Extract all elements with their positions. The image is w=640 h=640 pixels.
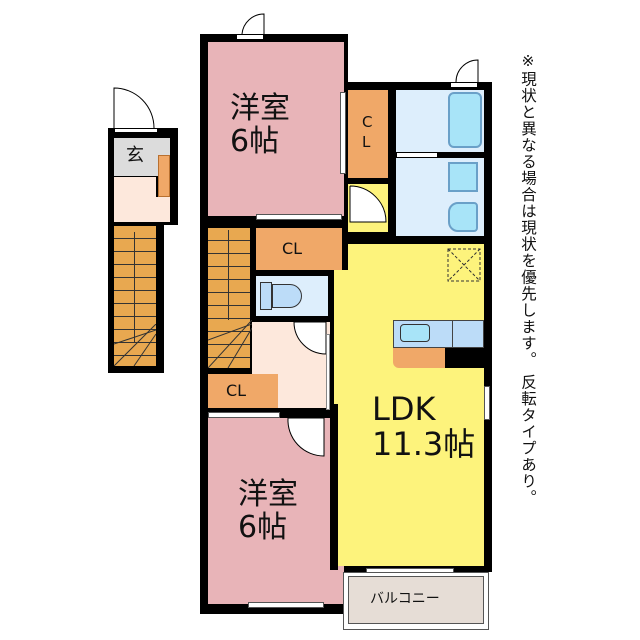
ldk-label: LDK 11.3帖 [372,390,476,464]
fridge-space [445,348,484,368]
balcony-label: バルコニー [370,591,440,607]
balcony [348,576,484,624]
ldk-storage-hatch-icon [447,248,481,282]
western-room-1-bottom-doors [256,214,342,220]
hall-door-swing-icon [349,185,387,223]
closet-2 [256,228,342,270]
entrance-hall [114,177,156,222]
hall-sliding-door [326,334,330,410]
western-room-2-label: 洋室 6帖 [238,477,298,545]
kitchen-divider [452,320,453,348]
western-room-2-door-swing-icon [287,417,325,457]
western-room-1 [208,42,344,216]
kitchen-sink-icon [400,324,430,342]
entrance-label: 玄 [126,145,144,166]
western-room-2-window [248,602,324,608]
western-room-1-closet-doors [340,92,346,174]
closet-1 [348,90,388,178]
western-room-1-door-sill [236,34,264,40]
wash-basin-icon [448,202,478,232]
kitchen-cabinet [393,348,445,368]
closet-3-label: CL [226,381,247,400]
western-room-1-window-door-icon [241,13,265,35]
stairs-main-handrail [228,230,229,320]
ldk-right-window [484,386,490,420]
stairs-main-winder-icon [208,320,252,368]
entrance-hall-right [156,197,170,222]
stairs-handrail [134,232,135,342]
western-room-1-label: 洋室 6帖 [230,91,290,159]
entrance-door-sill [114,128,158,133]
entrance-notch-wall [156,222,164,373]
washroom-wall-bottom [388,236,492,244]
toilet-tank-icon [260,282,272,310]
washing-machine-icon [448,162,478,192]
closet-1-label: C L [362,113,373,151]
closet-2-label: CL [282,239,303,258]
stairs-lower [114,226,156,366]
bathroom-door-swing-icon [455,59,479,83]
bathroom-washroom [396,90,440,152]
closet-3-doors [208,412,280,418]
closet-3 [208,374,278,408]
disclaimer-note: ※現状と異なる場合は現状を優先します。 反転タイプあり。 [519,52,537,506]
stairs-winder-icon [114,324,156,366]
bathroom-door-sill [450,82,478,88]
ldk-wall-left [330,404,338,570]
washroom-wall-left [388,86,396,244]
entrance-door-swing-icon [113,87,155,129]
bathroom-divider [438,152,484,158]
entrance-notch [162,225,182,373]
bathtub-icon [448,92,482,148]
entrance-shoe-cabinet [158,155,170,197]
toilet-door-swing-icon [293,321,327,355]
ldk-room [348,244,484,566]
ldk-room-left [334,270,350,566]
bath-door-sill [396,152,438,158]
toilet-bowl-icon [272,284,302,308]
